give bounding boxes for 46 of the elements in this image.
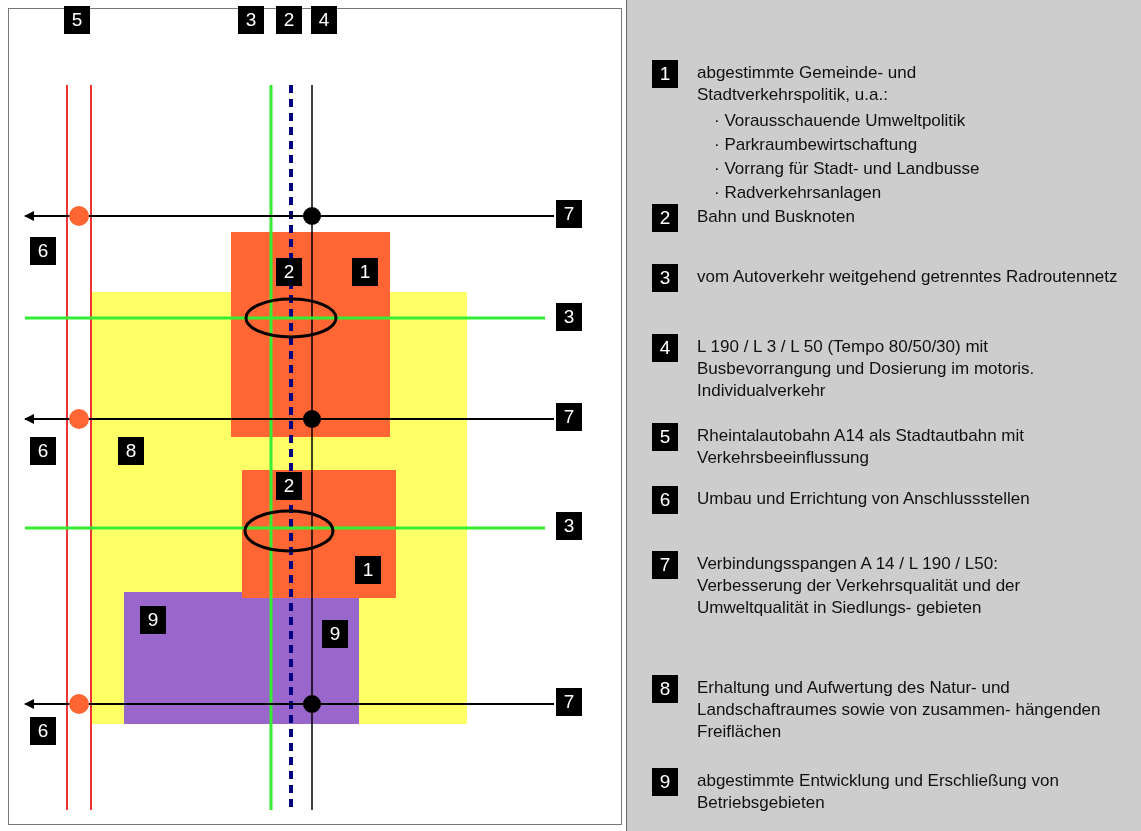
number-box: 7: [556, 200, 582, 228]
number-box: 2: [276, 6, 302, 34]
bullet-item: · Parkraumbewirtschaftung: [714, 134, 919, 156]
number-box: 7: [556, 688, 582, 716]
legend-text: abgestimmte Entwicklung und Erschließung von Betriebsgebieten: [697, 770, 1060, 814]
number-box: 1: [355, 556, 381, 584]
legend-text: Rheintalautobahn A14 als Stadtautbahn mit Verkehrsbeeinflussung: [697, 425, 1026, 469]
number-box: 3: [556, 512, 582, 540]
number-box: 9: [140, 606, 166, 634]
number-box: 6: [30, 237, 56, 265]
number-box: 4: [311, 6, 337, 34]
number-box: 5: [64, 6, 90, 34]
number-box: 8: [118, 437, 144, 465]
legend-text: abgestimmte Gemeinde- und Stadtverkehrspolitik, u.a.:: [697, 62, 918, 106]
arrow: [24, 414, 555, 424]
bullet-item: · Radverkehrsanlagen: [714, 182, 883, 204]
number-box: 3: [556, 303, 582, 331]
legend-text: Bahn und Busknoten: [697, 206, 856, 228]
legend-text: Umbau und Errichtung von Anschlussstellen: [697, 488, 1031, 510]
number-box: 3: [652, 264, 678, 292]
number-box: 8: [652, 675, 678, 703]
number-box: 6: [30, 717, 56, 745]
number-box: 2: [652, 204, 678, 232]
number-box: 6: [30, 437, 56, 465]
number-box: 4: [652, 334, 678, 362]
legend-text: Verbindungsspangen A 14 / L 190 / L50: Verbesserung der Verkehrsqualität und der Umweltqualität in Siedlungs- gebieten: [697, 553, 1022, 619]
number-box: 9: [652, 768, 678, 796]
number-box: 6: [652, 486, 678, 514]
hub-ellipse: [244, 297, 338, 339]
hub-ellipse: [243, 509, 335, 553]
bullet-item: · Vorrang für Stadt- und Landbusse: [714, 158, 981, 180]
number-box: 5: [652, 423, 678, 451]
legend-text: Erhaltung und Aufwertung des Natur- und Landschaftraumes sowie von zusammen- hängenden Freiflächen: [697, 677, 1102, 743]
number-box: 2: [276, 258, 302, 286]
arrow: [24, 211, 555, 221]
number-box: 7: [652, 551, 678, 579]
legend-text: vom Autoverkehr weitgehend getrenntes Radroutennetz: [697, 266, 1119, 288]
number-box: 9: [322, 620, 348, 648]
number-box: 1: [652, 60, 678, 88]
number-box: 7: [556, 403, 582, 431]
bullet-item: · Vorausschauende Umweltpolitik: [714, 110, 967, 132]
number-box: 1: [352, 258, 378, 286]
number-box: 3: [238, 6, 264, 34]
arrow: [24, 699, 555, 709]
number-box: 2: [276, 472, 302, 500]
legend-text: L 190 / L 3 / L 50 (Tempo 80/50/30) mit Busbevorrangung und Dosierung im motoris. Individualverkehr: [697, 336, 1036, 402]
